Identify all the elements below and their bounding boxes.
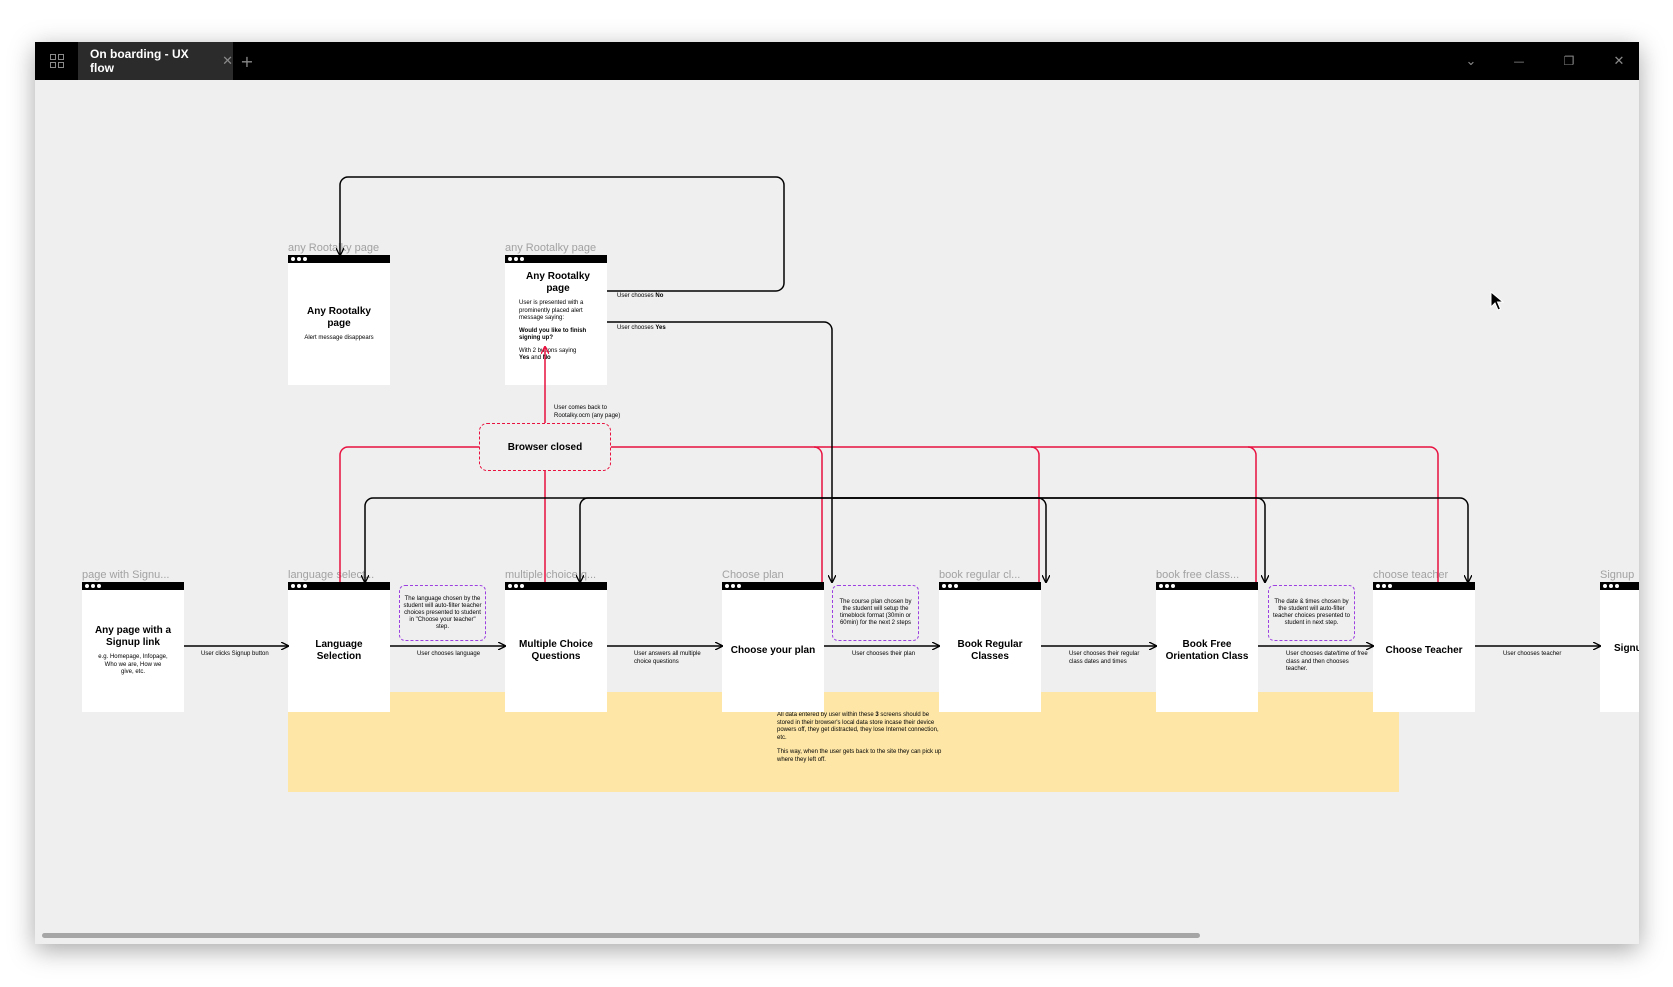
tab-close-icon[interactable]: ✕ xyxy=(222,53,233,69)
frame-label-free: book free class... xyxy=(1156,569,1240,581)
tab-onboarding[interactable]: On boarding - UX flow ✕ xyxy=(78,42,233,80)
close-window-icon[interactable]: ✕ xyxy=(1613,53,1625,69)
frame-label-alert-disappears: any Rootalky page xyxy=(288,242,380,254)
frame-label-regular: book regular cl... xyxy=(939,569,1021,581)
edge-label-chooses-free: User chooses date/time of free class and… xyxy=(1286,651,1368,672)
frame-label-mcq: multiple choice q... xyxy=(505,569,597,581)
screen-title-bar xyxy=(288,582,390,590)
screen-mcq[interactable]: Multiple Choice Questions xyxy=(505,582,607,712)
browser-closed-node[interactable]: Browser closed xyxy=(479,423,611,471)
tab-title: On boarding - UX flow xyxy=(90,47,189,75)
edge-label-chooses-plan: User chooses their plan xyxy=(852,651,916,657)
screen-title: Multiple Choice Questions xyxy=(519,639,593,662)
note-datetime-filter: The date & times chosen by the student w… xyxy=(1268,585,1355,641)
storage-note-text: All data entered by user within these 3 … xyxy=(777,712,942,764)
restore-icon[interactable]: ❐ xyxy=(1563,54,1575,68)
alert-no: No xyxy=(542,355,551,361)
resume-arrow-mcq xyxy=(580,497,832,582)
screen-language[interactable]: Language Selection xyxy=(288,582,390,712)
edge-label-yes: Yes xyxy=(655,325,666,331)
title-bar: On boarding - UX flow ✕ + ⌄ — ❐ ✕ xyxy=(35,42,1639,80)
arrow-chooses-yes xyxy=(607,321,832,582)
add-tab-icon[interactable]: + xyxy=(240,51,254,71)
screen-signup-link[interactable]: Any page with a Signup link e.g. Homepag… xyxy=(82,582,184,712)
design-canvas[interactable]: All data entered by user within these 3 … xyxy=(35,80,1639,944)
interrupt-line-plan xyxy=(813,446,823,582)
screen-regular[interactable]: Book Regular Classes xyxy=(939,582,1041,712)
interrupt-line-free xyxy=(1247,446,1257,582)
storage-note-p1-post: screens should be stored in their browse… xyxy=(777,712,939,741)
edge-label-chooses-yes: User chooses Yes xyxy=(617,325,666,333)
storage-note-count: 3 xyxy=(875,712,879,718)
grid-icon-svg xyxy=(49,54,64,68)
edge-label-no-pre: User chooses xyxy=(617,293,656,299)
screen-title-bar xyxy=(505,582,607,590)
screen-title: Any Rootalky page xyxy=(307,305,371,329)
frame-label-signup-link: page with Signu... xyxy=(82,569,170,581)
screen-title-bar xyxy=(939,582,1041,590)
interrupt-line-regular xyxy=(1030,446,1040,582)
edge-label-no: No xyxy=(655,293,664,299)
screen-title: Choose your plan xyxy=(730,645,816,656)
note-plan-timeblock: The course plan chosen by the student wi… xyxy=(832,585,919,641)
edge-label-chooses-teacher: User chooses teacher xyxy=(1503,651,1562,657)
frame-label-plan: Choose plan xyxy=(722,569,784,581)
resume-arrow-teacher xyxy=(832,497,1468,582)
edge-label-clicks-signup: User clicks Signup button xyxy=(201,651,269,657)
edge-label-yes-pre: User chooses xyxy=(617,325,656,331)
alert-yes: Yes xyxy=(519,355,530,361)
edge-label-answers-mcq: User answers all multiple choice questio… xyxy=(634,651,701,665)
screen-title: Choose Teacher xyxy=(1385,645,1463,656)
frame-label-language: language select... xyxy=(288,569,375,581)
screen-subtitle: Alert message disappears xyxy=(304,334,374,341)
chevron-down-icon[interactable]: ⌄ xyxy=(1465,53,1477,69)
screen-title-bar xyxy=(82,582,184,590)
storage-note-p1-pre: All data entered by user within these xyxy=(777,712,876,718)
edge-label-chooses-regular: User chooses their regular class dates a… xyxy=(1069,651,1140,665)
screen-title: Any Rootalky page xyxy=(526,271,590,294)
screen-subtitle: e.g. Homepage, Infopage, Who we are, How… xyxy=(98,654,168,676)
screen-title: Book Free Orientation Class xyxy=(1165,639,1249,662)
screen-title-bar xyxy=(1373,582,1475,590)
edge-label-chooses-language: User chooses language xyxy=(417,651,481,657)
screen-title-bar xyxy=(1156,582,1258,590)
resume-arrow-language xyxy=(365,497,832,582)
flow-connectors xyxy=(184,176,1639,944)
screen-title: Any page with a Signup link xyxy=(94,625,172,649)
resume-arrow-regular xyxy=(832,497,1046,582)
edge-label-chooses-no: User chooses No xyxy=(617,293,663,301)
minimize-icon[interactable]: — xyxy=(1513,54,1525,68)
mouse-cursor-icon xyxy=(1490,291,1504,311)
alert-question: Would you like to finish signing up? xyxy=(519,327,587,342)
resume-arrow-free xyxy=(832,497,1265,582)
arrow-chooses-no xyxy=(340,176,785,292)
screen-alert[interactable]: Any Rootalky page User is presented with… xyxy=(505,255,607,385)
screen-title-bar xyxy=(1600,582,1639,590)
frame-label-teacher: choose teacher xyxy=(1373,569,1449,581)
edge-label-comes-back: User comes back to Rootalky.ocm (any pag… xyxy=(554,405,621,419)
alert-description: User is presented with a prominently pla… xyxy=(519,300,584,321)
screen-title: Language Selection xyxy=(315,639,363,662)
screen-title-bar xyxy=(505,255,607,263)
screen-plan[interactable]: Choose your plan xyxy=(722,582,824,712)
alert-and: and xyxy=(529,355,543,361)
interrupt-line-language xyxy=(339,446,479,582)
screen-title: Book Regular Classes xyxy=(957,639,1023,662)
screen-teacher[interactable]: Choose Teacher xyxy=(1373,582,1475,712)
screen-title: Signup xyxy=(1614,643,1639,654)
screen-free[interactable]: Book Free Orientation Class xyxy=(1156,582,1258,712)
interrupt-line-teacher xyxy=(611,446,1439,582)
frame-label-alert: any Rootalky page xyxy=(505,242,597,254)
storage-note-p2: This way, when the user gets back to the… xyxy=(777,749,942,763)
app-window: On boarding - UX flow ✕ + ⌄ — ❐ ✕ All da… xyxy=(35,42,1639,944)
note-language-filter: The language chosen by the student will … xyxy=(399,585,486,641)
horizontal-scrollbar[interactable] xyxy=(42,933,1200,938)
screen-alert-disappears[interactable]: Any Rootalky page Alert message disappea… xyxy=(288,255,390,385)
screen-signup[interactable]: Signup xyxy=(1600,582,1639,712)
frame-label-signup: Signup xyxy=(1600,569,1635,581)
screen-title-bar xyxy=(722,582,824,590)
apps-grid-icon[interactable] xyxy=(35,42,78,80)
screen-title-bar xyxy=(288,255,390,263)
